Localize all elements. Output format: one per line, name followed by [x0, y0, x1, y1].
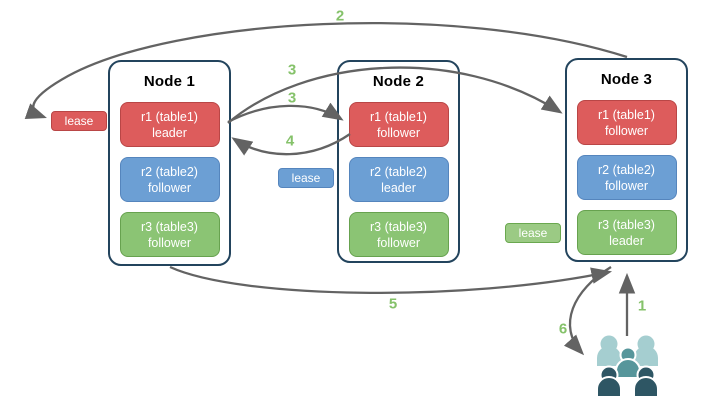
replica-name: r3 (table3): [141, 219, 198, 234]
replica-role: leader: [609, 233, 644, 248]
arrow-step6-node3-to-users: [563, 266, 612, 356]
replica-role: follower: [147, 180, 192, 195]
replica-name: r1 (table1): [141, 109, 198, 124]
node-3-box: Node 3 r1 (table1) follower r2 (table2) …: [565, 58, 688, 262]
node2-replica-r1: r1 (table1) follower: [348, 102, 449, 147]
node1-replica-r1: r1 (table1) leader: [119, 102, 220, 147]
step-number-5: 5: [388, 295, 398, 313]
lease-badge-blue: lease: [278, 168, 334, 188]
replica-name: r3 (table3): [598, 217, 655, 232]
replica-role: leader: [152, 125, 187, 140]
replica-role: follower: [604, 123, 649, 138]
node3-replica-r2: r2 (table2) follower: [576, 155, 677, 200]
step-number-3a: 3: [287, 61, 297, 79]
node-2-box: Node 2 r1 (table1) follower r2 (table2) …: [337, 60, 460, 263]
step-number-2: 2: [335, 7, 345, 25]
lease-badge-red: lease: [51, 111, 107, 131]
replica-role: follower: [147, 235, 192, 250]
replica-role: follower: [604, 178, 649, 193]
replica-name: r2 (table2): [598, 162, 655, 177]
replica-role: follower: [376, 235, 421, 250]
node-2-title: Node 2: [372, 73, 425, 90]
replica-name: r3 (table3): [370, 219, 427, 234]
node3-replica-r3: r3 (table3) leader: [576, 210, 677, 255]
node2-replica-r2: r2 (table2) leader: [348, 157, 449, 202]
replica-name: r2 (table2): [141, 164, 198, 179]
replica-role: follower: [376, 125, 421, 140]
users-icon: [596, 335, 659, 398]
node1-replica-r2: r2 (table2) follower: [119, 157, 220, 202]
node-1-box: Node 1 r1 (table1) leader r2 (table2) fo…: [108, 60, 231, 266]
lease-badge-green: lease: [505, 223, 561, 243]
step-number-4: 4: [285, 132, 295, 150]
node-1-title: Node 1: [143, 73, 196, 90]
arrow-step5-node1-to-node3: [169, 265, 613, 294]
step-number-1: 1: [637, 297, 647, 315]
node-3-title: Node 3: [600, 71, 653, 88]
replica-role: leader: [381, 180, 416, 195]
step-number-6: 6: [558, 320, 568, 338]
node1-replica-r3: r3 (table3) follower: [119, 212, 220, 257]
node2-replica-r3: r3 (table3) follower: [348, 212, 449, 257]
step-number-3b: 3: [287, 89, 297, 107]
node3-replica-r1: r1 (table1) follower: [576, 100, 677, 145]
replica-name: r1 (table1): [598, 107, 655, 122]
replica-name: r1 (table1): [370, 109, 427, 124]
arrow-step3-node1-to-node2: [227, 102, 344, 124]
replica-name: r2 (table2): [370, 164, 427, 179]
